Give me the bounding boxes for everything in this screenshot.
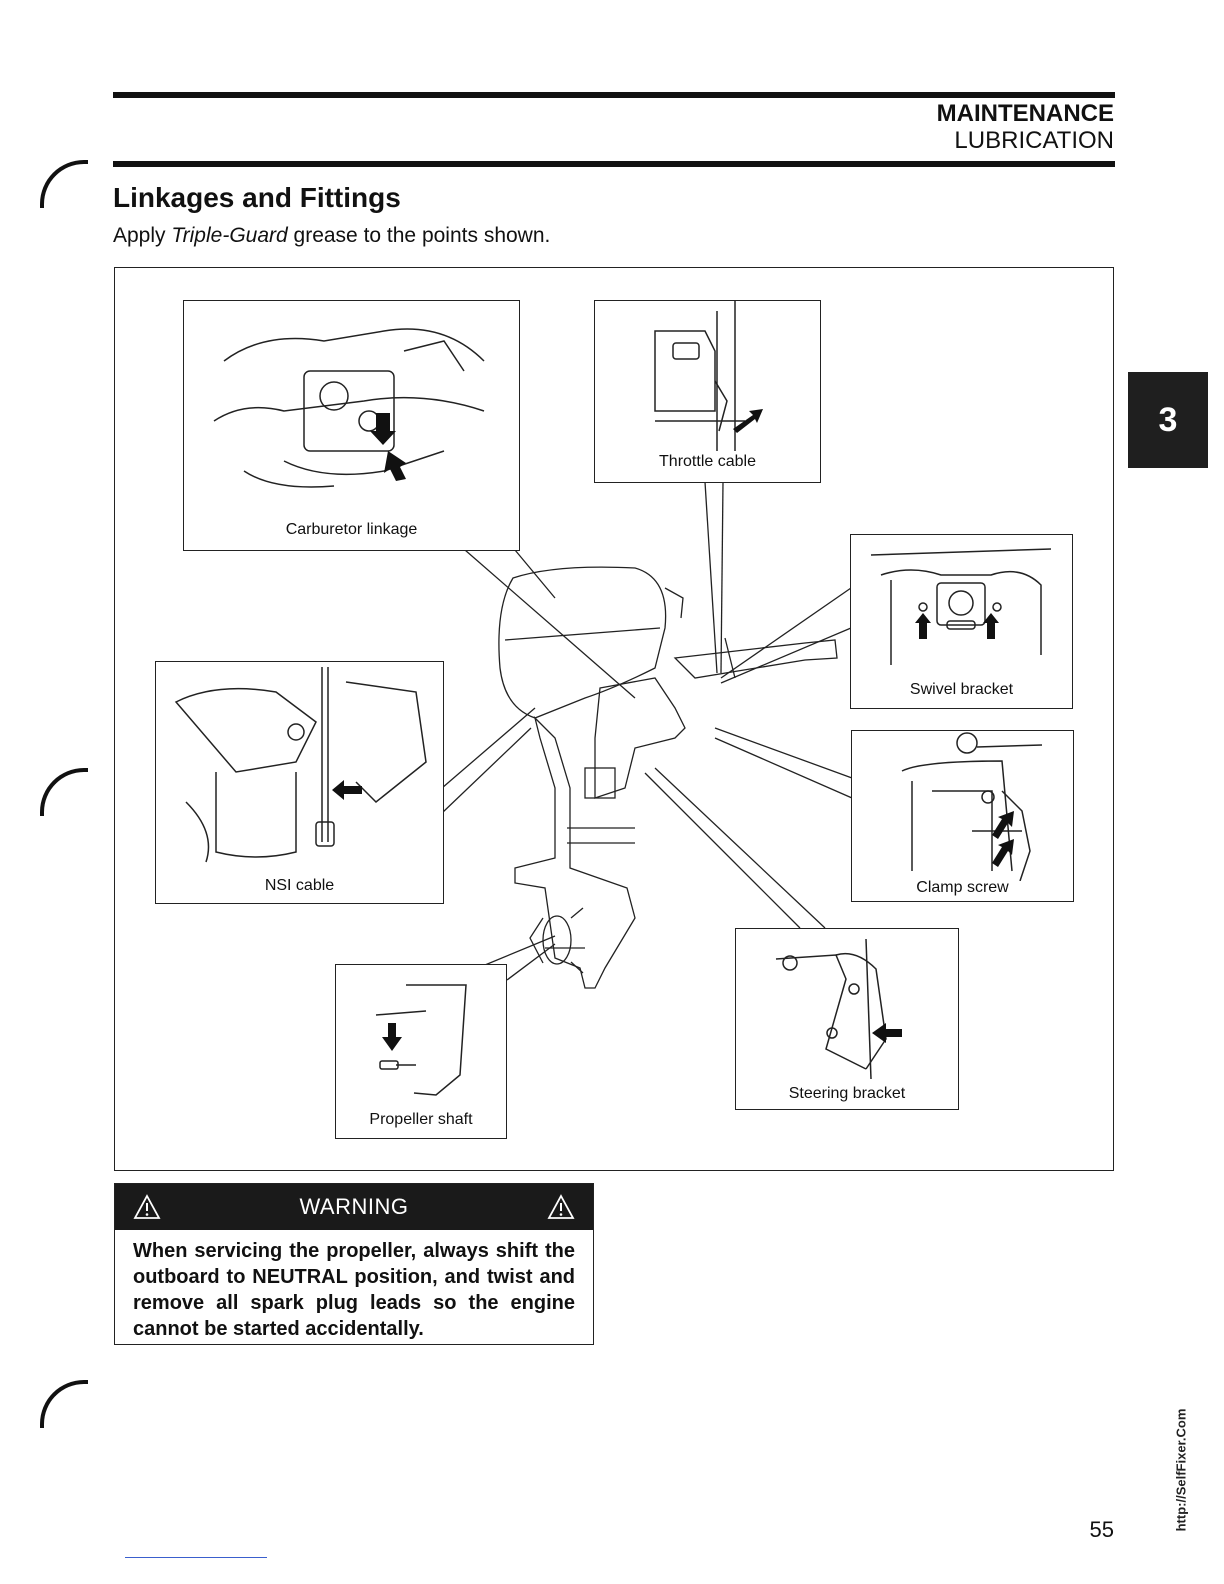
warning-text: When servicing the propeller, always shi… (133, 1240, 575, 1340)
header-rule-top (113, 92, 1115, 98)
chapter-tab: 3 (1128, 372, 1208, 468)
caption-steering: Steering bracket (788, 1085, 906, 1102)
page-title: Linkages and Fittings (113, 182, 401, 213)
footer-link-line (125, 1557, 267, 1558)
watermark-url: http://SelfFixer.Com (1173, 1408, 1189, 1532)
nsi-illustration (174, 667, 427, 863)
warning-box: WARNING When servicing the propeller, al… (114, 1183, 594, 1345)
caption-clamp: Clamp screw (916, 879, 1009, 896)
warning-header: WARNING (115, 1184, 593, 1230)
intro-text: Apply Triple-Guard grease to the points … (113, 224, 550, 248)
caption-throttle: Throttle cable (659, 453, 756, 470)
header-rule-bottom (113, 161, 1115, 167)
intro-before: Apply (113, 224, 172, 247)
propeller-illustration (375, 984, 467, 1096)
caption-propeller: Propeller shaft (369, 1111, 473, 1128)
warning-triangle-icon (133, 1194, 161, 1219)
callout-throttle-cable: Throttle cable (594, 300, 821, 483)
header-section: MAINTENANCE (936, 100, 1114, 127)
outboard-engine-drawing (441, 481, 853, 989)
binder-hole-mark-top (40, 160, 88, 208)
page-number: 55 (1089, 1517, 1114, 1542)
binder-hole-mark-bottom (40, 1380, 88, 1428)
caption-carburetor: Carburetor linkage (285, 521, 418, 538)
header-subsection: LUBRICATION (954, 127, 1114, 154)
caption-nsi: NSI cable (264, 877, 335, 894)
warning-triangle-icon (547, 1194, 575, 1219)
steering-illustration (775, 938, 902, 1080)
callout-carburetor-linkage: Carburetor linkage (183, 300, 520, 551)
carburetor-illustration (213, 328, 485, 488)
callout-swivel-bracket: Swivel bracket (850, 534, 1073, 709)
callout-clamp-screw: Clamp screw (851, 730, 1074, 902)
intro-after: grease to the points shown. (287, 224, 551, 247)
warning-title: WARNING (299, 1194, 409, 1219)
lubrication-figure: Carburetor linkage Throttle cable (114, 267, 1114, 1171)
callout-nsi-cable: NSI cable (155, 661, 444, 904)
throttle-illustration (654, 301, 763, 451)
caption-swivel: Swivel bracket (909, 681, 1014, 698)
callout-propeller-shaft: Propeller shaft (335, 964, 507, 1139)
product-name: Triple-Guard (171, 224, 288, 247)
callout-steering-bracket: Steering bracket (735, 928, 959, 1110)
clamp-illustration (901, 732, 1043, 881)
swivel-illustration (870, 548, 1052, 665)
binder-hole-mark-middle (40, 768, 88, 816)
